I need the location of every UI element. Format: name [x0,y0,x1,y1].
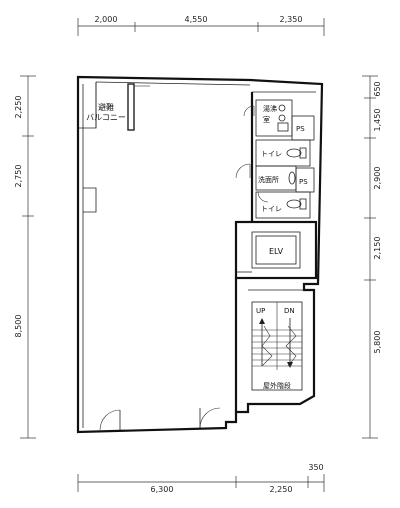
right-dim-1: 650 [373,81,382,96]
outer-wall [76,75,324,434]
right-dim-5: 5,800 [373,331,382,354]
right-dim-3: 2,900 [373,167,382,190]
ps-upper-label: PS [296,125,305,133]
building-outline [76,75,324,434]
evac-balcony-label-2: バルコニー [86,113,126,122]
water-heater-label-2: 室 [263,115,270,124]
outdoor-stairs: UP DN 屋外階段 [251,301,303,391]
right-dim-2: 1,450 [373,109,382,132]
ps-lower-label: PS [299,178,308,186]
left-dim-2: 2,750 [14,165,23,188]
bottom-dim-1: 6,300 [151,485,174,494]
service-core: 湯沸 室 PS トイレ 洗面所 PS トイレ [235,91,316,222]
top-dim-2: 4,550 [185,15,208,24]
washroom-label: 洗面所 [258,175,279,184]
stair-up-label: UP [256,307,265,315]
entrance-doors [99,407,221,431]
left-dimension-line: 2,250 2,750 8,500 [14,75,36,439]
bottom-dimension-line: 6,300 2,250 350 [77,463,325,494]
evacuation-balcony: 避難 バルコニー [78,82,150,131]
toilet-upper-label: トイレ [261,150,282,158]
top-dim-3: 2,350 [280,15,303,24]
top-dimension-line: 2,000 4,550 2,350 [77,15,325,36]
toilet-lower-label: トイレ [261,205,282,213]
left-dim-1: 2,250 [14,96,23,119]
right-dim-4: 2,150 [373,237,382,260]
right-dimension-line: 650 1,450 2,900 2,150 5,800 [362,75,382,439]
evac-balcony-label-1: 避難 [98,102,114,112]
bottom-dim-3: 350 [308,463,323,472]
elevator-label: ELV [269,247,284,256]
stair-down-label: DN [284,307,295,315]
outdoor-stairs-label: 屋外階段 [263,381,291,390]
left-dim-3: 8,500 [14,315,23,338]
bottom-dim-2: 2,250 [270,485,293,494]
top-dim-1: 2,000 [95,15,118,24]
elevator-shaft: ELV [234,220,318,280]
water-heater-label-1: 湯沸 [263,104,277,113]
